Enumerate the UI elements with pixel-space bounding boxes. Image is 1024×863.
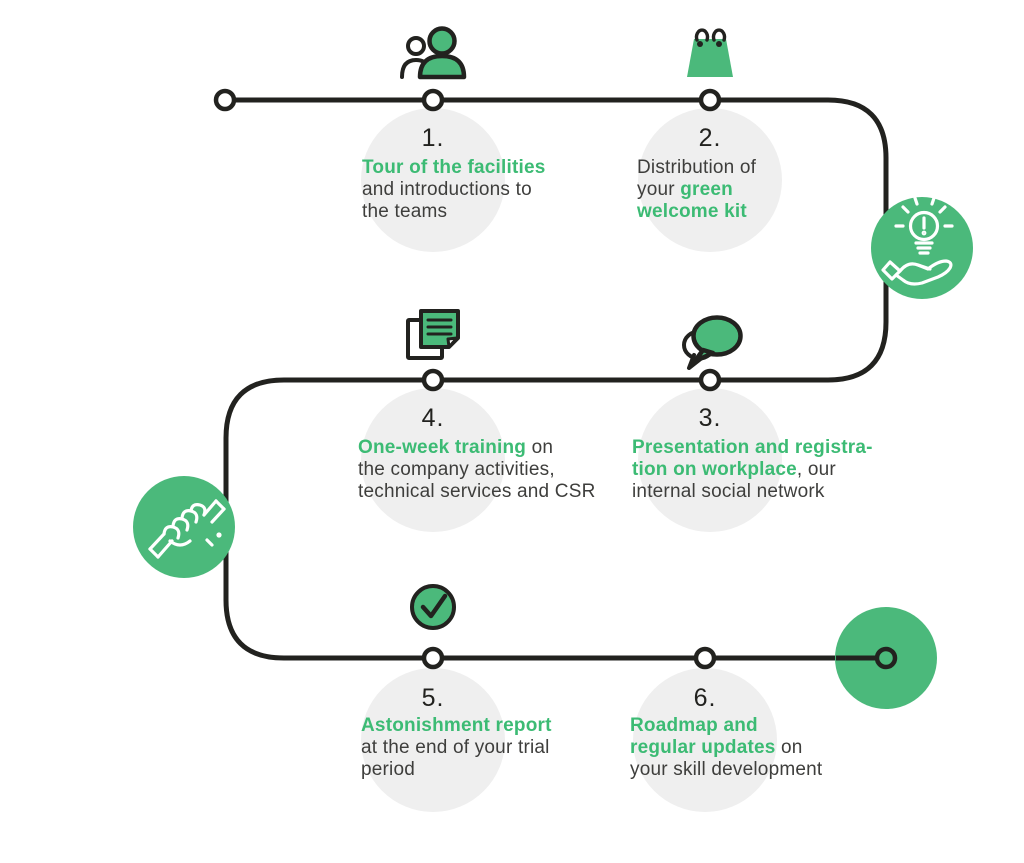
step1-backdrop-circle bbox=[361, 108, 505, 252]
welcome-bag-icon bbox=[687, 28, 733, 77]
speech-bubbles-icon bbox=[682, 315, 743, 370]
step2-number: 2. bbox=[698, 124, 722, 152]
step-text-line: internal social network bbox=[632, 481, 873, 503]
step1-node bbox=[421, 88, 445, 112]
end-point-marker bbox=[835, 607, 937, 709]
step-text-line: period bbox=[361, 759, 552, 781]
step3-description: Presentation and registra-tion on workpl… bbox=[632, 437, 873, 503]
step1-number: 1. bbox=[421, 124, 445, 152]
handshake-icon bbox=[133, 476, 235, 578]
step-text-plain: at the end of your trial bbox=[361, 737, 550, 758]
step6-number: 6. bbox=[693, 684, 717, 712]
step-text-line: the company activities, bbox=[358, 459, 596, 481]
step2-node bbox=[698, 88, 722, 112]
step-text-plain: on bbox=[775, 737, 803, 758]
step-text-line: technical services and CSR bbox=[358, 481, 596, 503]
step4-number: 4. bbox=[421, 404, 445, 432]
training-notes-icon bbox=[406, 309, 460, 360]
step-text-line: and introductions to bbox=[362, 179, 546, 201]
step-text-plain: , our bbox=[796, 459, 836, 480]
step-text-highlight: regular updates bbox=[630, 737, 776, 758]
step-text-line: tion on workplace, our bbox=[632, 459, 873, 481]
step-text-plain: technical services and CSR bbox=[358, 481, 596, 502]
step-text-plain: on bbox=[526, 437, 554, 458]
step-text-highlight: green bbox=[680, 179, 733, 200]
step-text-highlight: One-week training bbox=[358, 437, 527, 458]
step2-backdrop-circle bbox=[638, 108, 782, 252]
step-text-line: Presentation and registra- bbox=[632, 437, 873, 459]
step-text-line: the teams bbox=[362, 201, 546, 223]
step-text-plain: your skill development bbox=[630, 759, 823, 780]
step5-number: 5. bbox=[421, 684, 445, 712]
step-text-plain: the teams bbox=[362, 201, 448, 222]
step-text-plain: internal social network bbox=[632, 481, 825, 502]
step-text-line: Roadmap and bbox=[630, 715, 822, 737]
step-text-line: One-week training on bbox=[358, 437, 596, 459]
hand-holding-lightbulb-icon bbox=[871, 196, 973, 299]
step5-backdrop-circle bbox=[361, 668, 505, 812]
step-text-line: regular updates on bbox=[630, 737, 822, 759]
step3-number: 3. bbox=[698, 404, 722, 432]
step-text-line: Tour of the facilities bbox=[362, 157, 546, 179]
step6-backdrop-circle bbox=[633, 668, 777, 812]
step-text-line: your green bbox=[637, 179, 756, 201]
step-text-highlight: welcome kit bbox=[637, 201, 747, 222]
step-text-highlight: tion on workplace bbox=[632, 459, 797, 480]
step-text-plain: and introductions to bbox=[362, 179, 532, 200]
timeline-start-node bbox=[213, 88, 237, 112]
step-text-line: welcome kit bbox=[637, 201, 756, 223]
step-text-line: your skill development bbox=[630, 759, 822, 781]
step3-node bbox=[698, 368, 722, 392]
step3-backdrop-circle bbox=[638, 388, 782, 532]
timeline-path bbox=[223, 97, 889, 661]
step-text-line: at the end of your trial bbox=[361, 737, 552, 759]
step-text-line: Astonishment report bbox=[361, 715, 552, 737]
step4-backdrop-circle bbox=[361, 388, 505, 532]
step-text-highlight: Astonishment report bbox=[361, 715, 552, 736]
step5-node bbox=[421, 646, 445, 670]
step-text-highlight: Roadmap and bbox=[630, 715, 758, 736]
step-text-plain: the company activities, bbox=[358, 459, 555, 480]
step-text-plain: Distribution of bbox=[637, 157, 757, 178]
step-text-plain: period bbox=[361, 759, 416, 780]
step-text-highlight: Presentation and registra- bbox=[632, 437, 873, 458]
check-mark-icon bbox=[410, 584, 456, 630]
step4-node bbox=[421, 368, 445, 392]
team-people-icon bbox=[400, 26, 467, 80]
step-text-plain: your bbox=[637, 179, 681, 200]
step-text-line: Distribution of bbox=[637, 157, 756, 179]
step-text-highlight: Tour of the facilities bbox=[362, 157, 546, 178]
step6-node bbox=[693, 646, 717, 670]
